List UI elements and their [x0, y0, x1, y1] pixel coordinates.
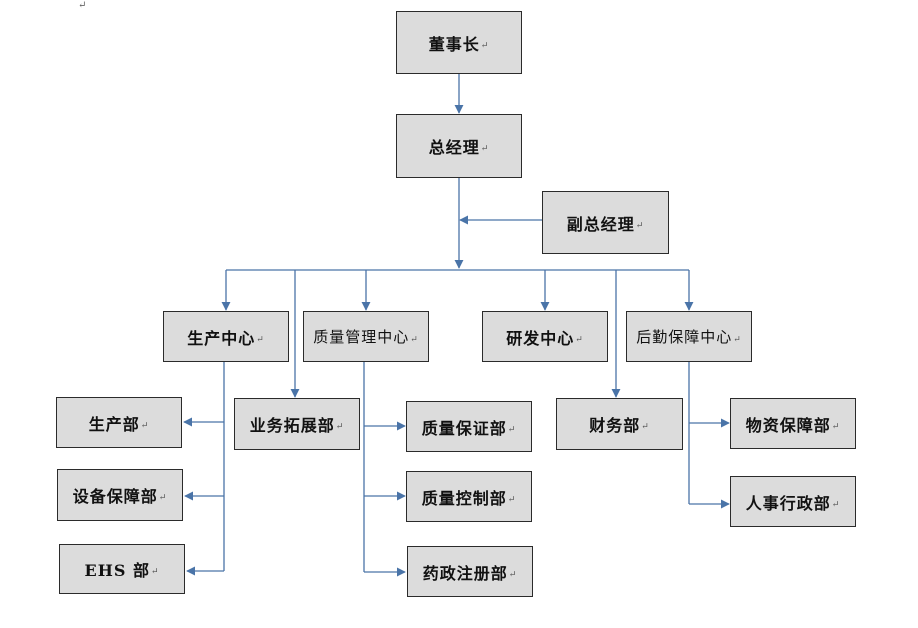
node-logistics-center: 后勤保障中心↵ — [626, 311, 752, 362]
node-hr-dept: 人事行政部↵ — [730, 476, 856, 527]
node-hr-dept-label: 人事行政部 — [745, 493, 831, 513]
node-production-center-label: 生产中心 — [187, 328, 256, 348]
node-business-dept: 业务拓展部↵ — [234, 398, 360, 450]
node-gm-label: 总经理 — [428, 138, 480, 157]
node-chairman: 董事长↵ — [396, 11, 522, 74]
node-finance-dept: 财务部↵ — [556, 398, 683, 450]
node-deputy-gm-label: 副总经理 — [566, 214, 635, 234]
node-qa-dept-label: 质量保证部 — [421, 418, 507, 438]
node-logistics-center-label: 后勤保障中心 — [636, 328, 733, 346]
paragraph-mark: ↵ — [78, 0, 87, 11]
node-production-dept-label: 生产部 — [88, 414, 140, 434]
node-materials-dept-label: 物资保障部 — [745, 415, 831, 435]
node-business-dept-label: 业务拓展部 — [249, 416, 335, 435]
node-production-dept: 生产部↵ — [56, 397, 182, 448]
node-rd-center: 研发中心↵ — [482, 311, 608, 362]
node-quality-center-label: 质量管理中心 — [313, 328, 410, 346]
node-equipment-dept-label: 设备保障部 — [72, 487, 158, 506]
node-rd-center-label: 研发中心 — [506, 328, 575, 348]
node-ehs-dept: EHS 部↵ — [59, 544, 185, 594]
node-chairman-label: 董事长 — [428, 34, 480, 54]
node-regulatory-dept: 药政注册部↵ — [407, 546, 533, 597]
node-quality-center: 质量管理中心↵ — [303, 311, 429, 362]
node-qc-dept: 质量控制部↵ — [406, 471, 532, 522]
node-finance-dept-label: 财务部 — [589, 416, 641, 435]
node-qc-dept-label: 质量控制部 — [421, 488, 507, 508]
node-general-manager: 总经理↵ — [396, 114, 522, 178]
node-qa-dept: 质量保证部↵ — [406, 401, 532, 452]
node-materials-dept: 物资保障部↵ — [730, 398, 856, 449]
node-equipment-dept: 设备保障部↵ — [57, 469, 183, 521]
node-ehs-dept-label: EHS 部 — [84, 561, 150, 580]
node-deputy-general-manager: 副总经理↵ — [542, 191, 669, 254]
node-production-center: 生产中心↵ — [163, 311, 289, 362]
node-regulatory-dept-label: 药政注册部 — [422, 563, 508, 583]
